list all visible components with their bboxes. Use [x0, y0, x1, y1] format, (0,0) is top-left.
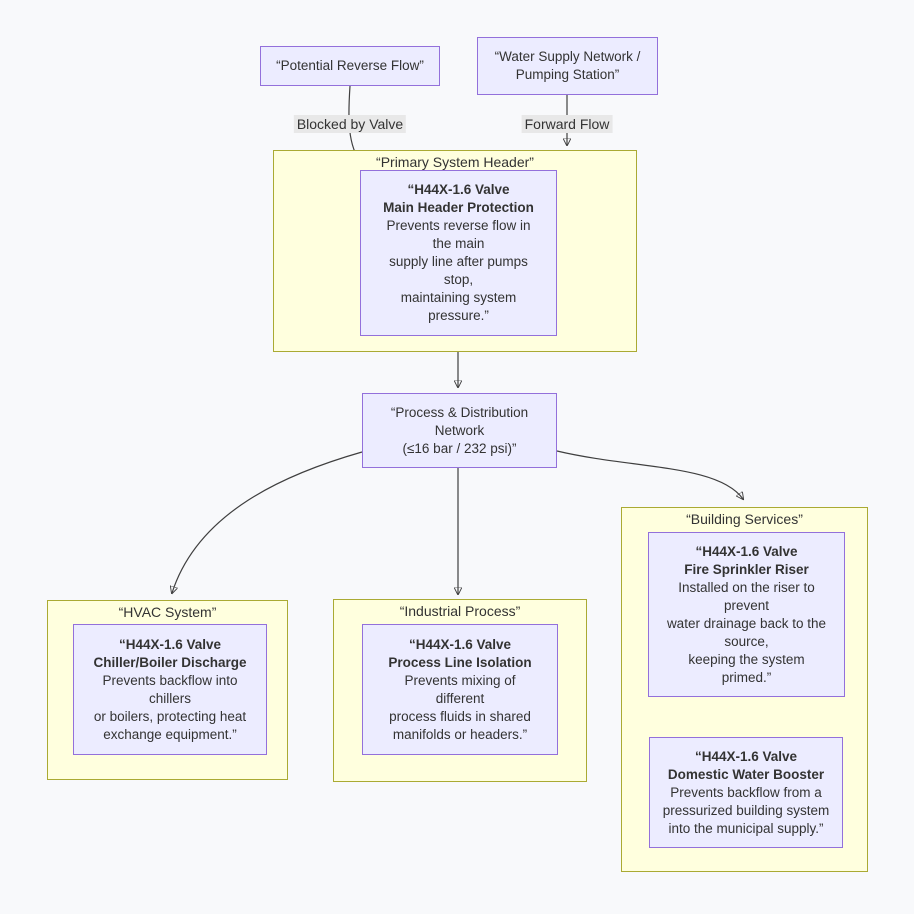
node-text-line: “H44X-1.6 Valve	[118, 636, 222, 652]
node-fire-sprinkler-riser: “H44X-1.6 Valve Fire Sprinkler Riser Ins…	[648, 532, 845, 697]
node-process-line-isolation: “H44X-1.6 Valve Process Line Isolation P…	[362, 624, 558, 755]
node-text-line: “H44X-1.6 Valve	[408, 636, 512, 652]
node-text-line: the main	[432, 236, 485, 251]
node-chiller-boiler-discharge: “H44X-1.6 Valve Chiller/Boiler Discharge…	[73, 624, 267, 755]
node-text-line: prevent	[723, 597, 770, 613]
node-potential-reverse-flow: “Potential Reverse Flow”	[260, 46, 440, 86]
node-text-line: exchange equipment.”	[103, 726, 237, 742]
edge-label-blocked-by-valve: Blocked by Valve	[293, 115, 407, 133]
node-water-supply-network: “Water Supply Network / Pumping Station”	[477, 37, 658, 95]
cluster-primary-label: “Primary System Header”	[376, 154, 534, 170]
node-text-line: pressurized building system	[662, 802, 830, 818]
arrow-process-to-building	[556, 450, 743, 499]
node-text-line: pressure.”	[428, 308, 489, 323]
node-main-header-protection: “H44X-1.6 Valve Main Header Protection P…	[360, 170, 557, 336]
node-text-line: Prevents backflow into	[102, 672, 238, 688]
node-text-line: Domestic Water Booster	[667, 766, 825, 782]
node-domestic-water-booster: “H44X-1.6 Valve Domestic Water Booster P…	[649, 737, 843, 848]
cluster-building-label: “Building Services”	[686, 511, 803, 527]
node-text-line: “H44X-1.6 Valve	[695, 543, 798, 559]
node-text-line: Main Header Protection	[383, 200, 534, 215]
node-text-line: supply line after pumps	[389, 254, 528, 269]
node-text-line: “Potential Reverse Flow”	[276, 58, 424, 73]
node-text-line: Pumping Station”	[515, 67, 620, 82]
node-text-line: (≤16 bar / 232 psi)”	[402, 440, 517, 456]
node-text-line: Prevents reverse flow in	[386, 218, 531, 233]
node-text-line: or boilers, protecting heat	[93, 708, 247, 724]
node-text-line: “Process & Distribution	[390, 404, 529, 420]
node-text-line: Process Line Isolation	[388, 654, 532, 670]
node-text-line: maintaining system	[400, 290, 517, 305]
node-text-line: “H44X-1.6 Valve	[694, 748, 798, 764]
node-text-line: Fire Sprinkler Riser	[684, 561, 809, 577]
node-text-line: “Water Supply Network /	[494, 49, 641, 64]
node-text-line: manifolds or headers.”	[392, 726, 528, 742]
cluster-hvac-label: “HVAC System”	[118, 604, 217, 620]
node-text-line: stop,	[443, 272, 474, 287]
node-text-line: Chiller/Boiler Discharge	[93, 654, 247, 670]
node-text-line: Installed on the riser to	[678, 579, 815, 595]
node-text-line: Network	[434, 422, 485, 438]
node-text-line: source,	[724, 633, 769, 649]
edge-label-forward-flow: Forward Flow	[521, 115, 613, 133]
node-text-line: into the municipal supply.”	[668, 820, 824, 836]
node-text-line: primed.”	[721, 669, 772, 685]
node-text-line: chillers	[148, 690, 191, 706]
node-text-line: Prevents backflow from a	[670, 784, 822, 800]
node-text-line: water drainage back to the	[666, 615, 827, 631]
node-text-line: “H44X-1.6 Valve	[407, 182, 510, 197]
node-text-line: Prevents mixing of	[404, 672, 516, 688]
arrow-process-to-hvac	[172, 451, 363, 593]
node-text-line: different	[435, 690, 485, 706]
node-process-distribution-network: “Process & Distribution Network (≤16 bar…	[362, 393, 557, 468]
cluster-industrial-label: “Industrial Process”	[399, 603, 521, 619]
node-text-line: keeping the system	[688, 651, 805, 667]
node-text-line: process fluids in shared	[389, 708, 531, 724]
